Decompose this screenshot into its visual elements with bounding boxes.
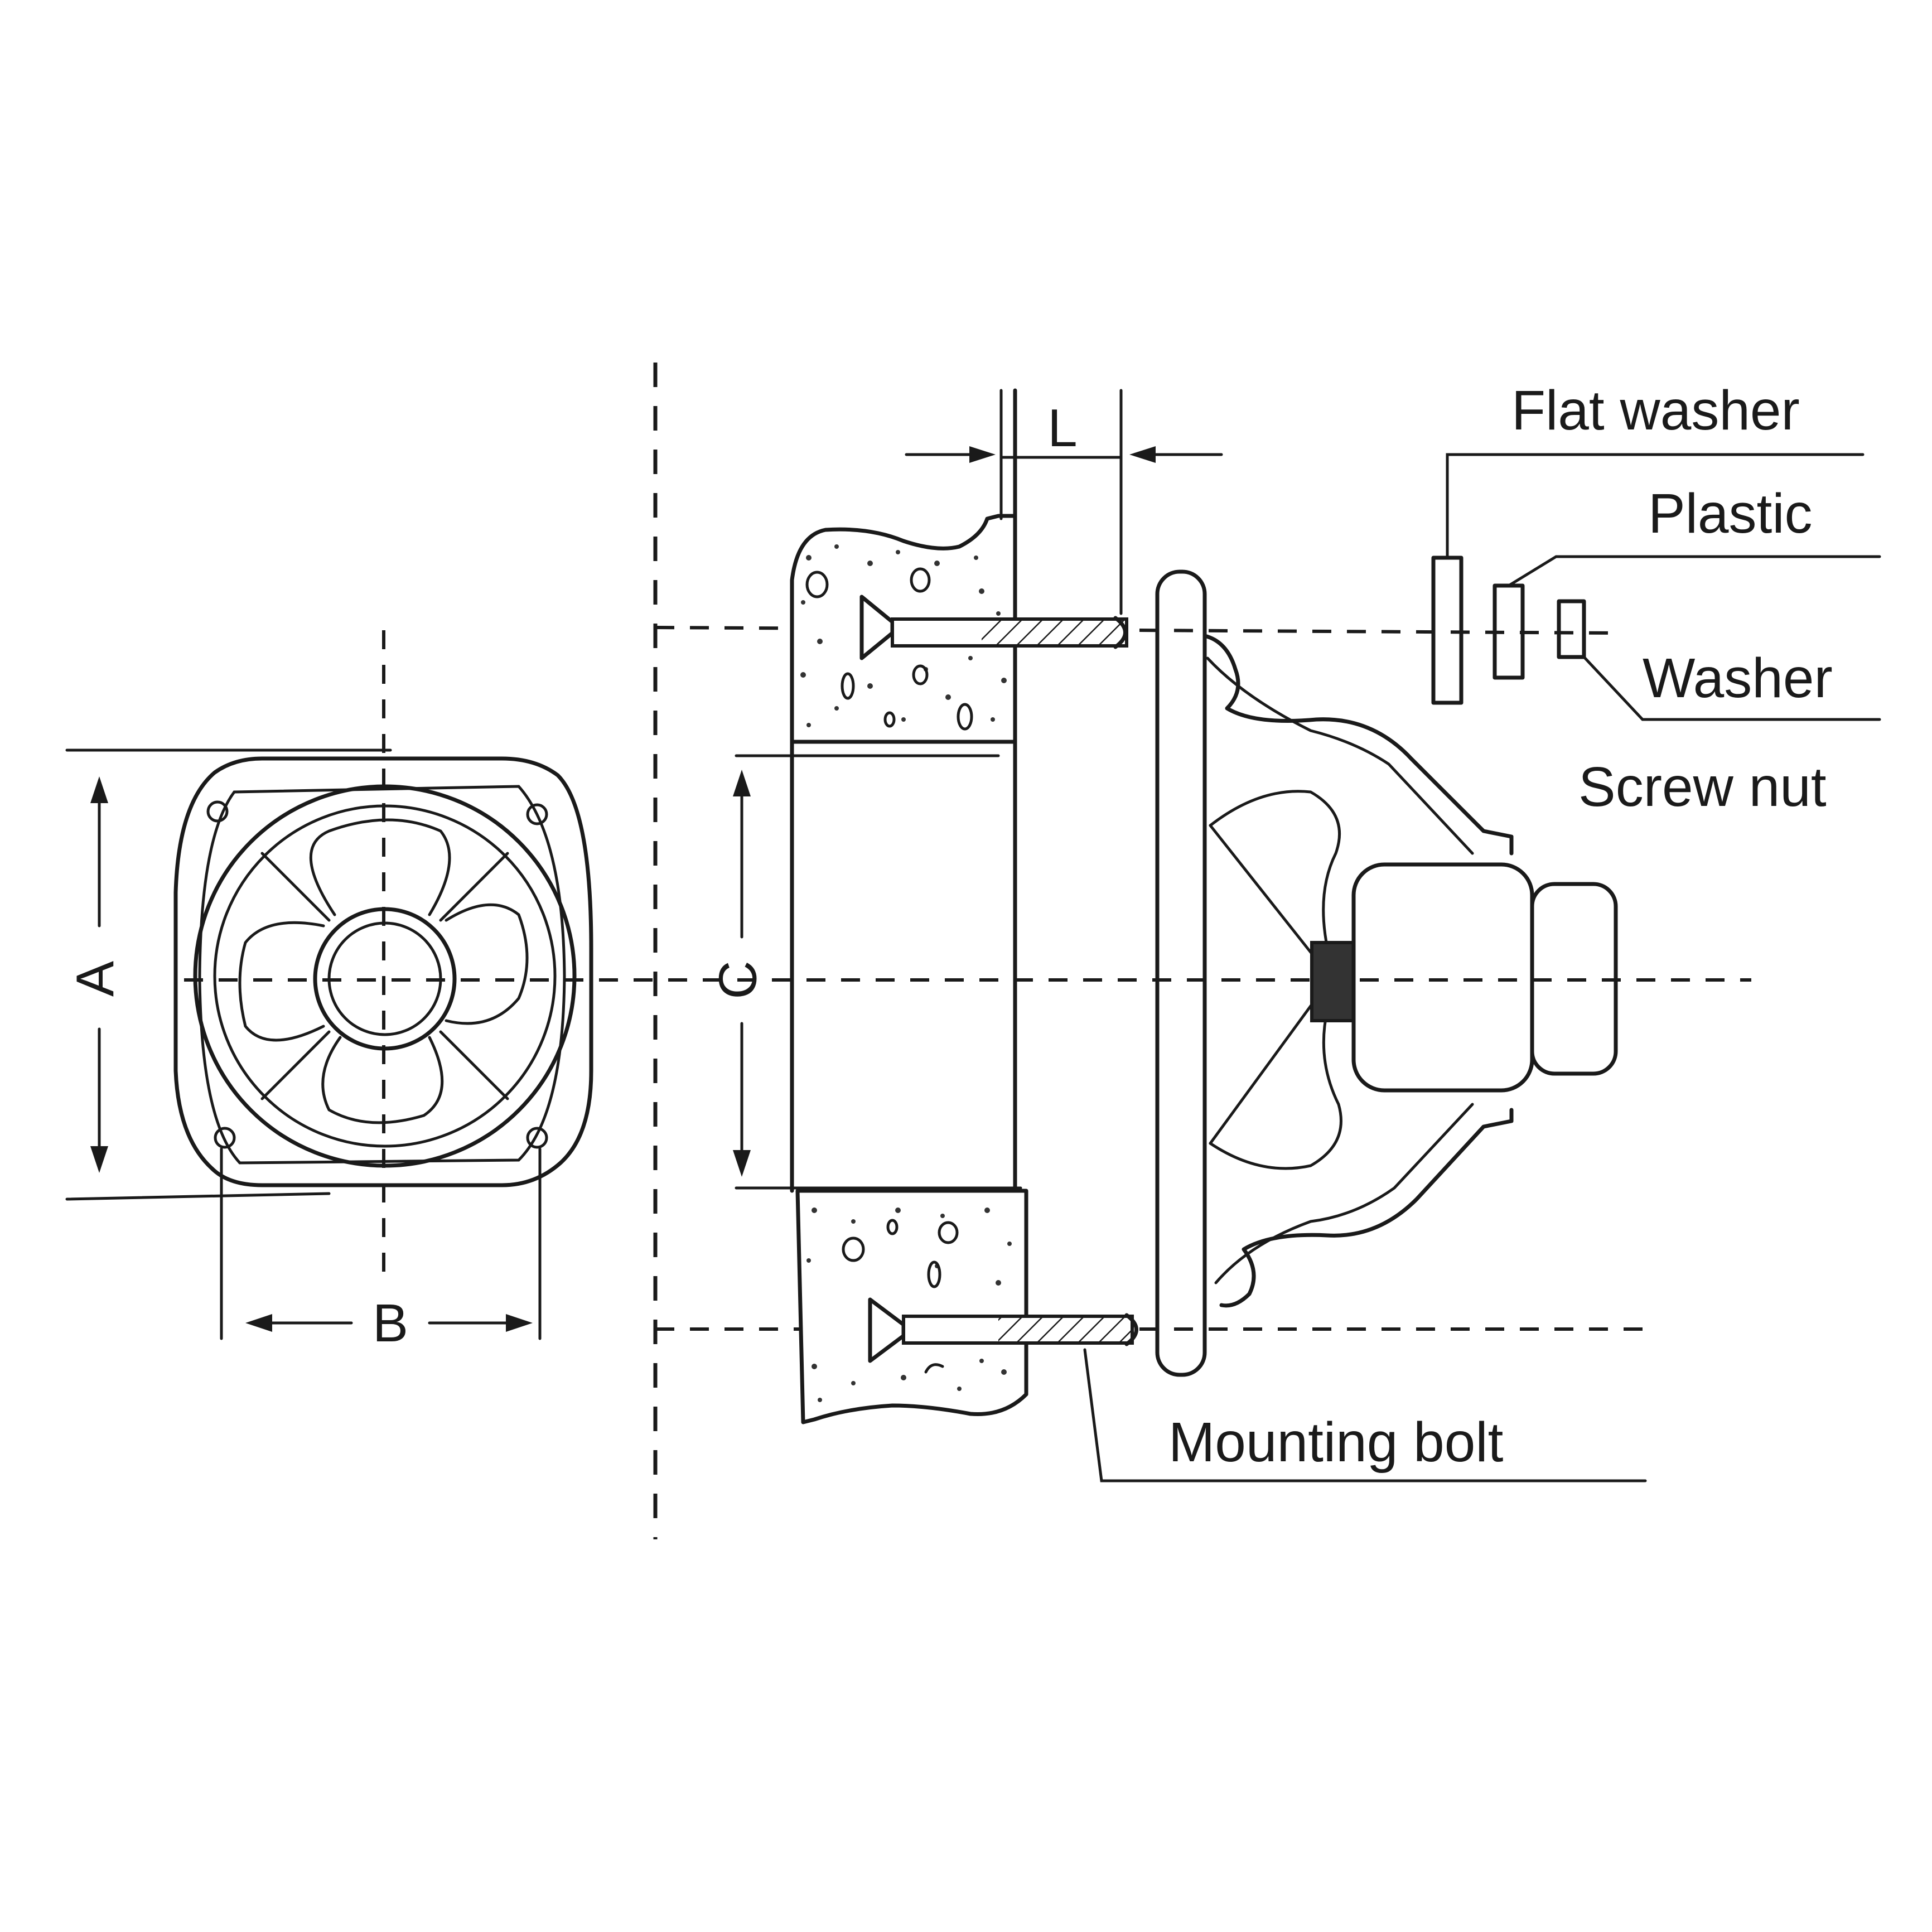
fan-motor-body	[1351, 862, 1534, 1093]
fan-blades	[238, 818, 529, 1124]
fan-side-view	[1155, 569, 1618, 1377]
fan-hub-outer	[313, 907, 457, 1051]
mounting-bolt-leader	[1083, 1348, 1647, 1482]
fan-guard-ring-inner	[213, 804, 557, 1148]
dim-a-bottom-extension	[65, 1192, 331, 1201]
upper-mounting-bolt	[891, 616, 1128, 649]
wall-lower-block	[795, 1189, 1028, 1424]
mounting-hole-bottom-right	[526, 1127, 548, 1149]
wall-upper-texture	[800, 544, 1007, 731]
screw-nut-label: Screw nut	[1578, 756, 1827, 818]
mounting-hole-top-right	[526, 803, 548, 825]
dimension-c-label: C	[708, 960, 767, 999]
callouts: Flat washer Plastic Washer Screw nut Mou…	[1083, 379, 1881, 1482]
fan-frame-inner	[198, 785, 566, 1165]
mounting-hole-top-left	[206, 800, 229, 823]
dimension-a: A	[65, 776, 125, 1173]
mounting-hole-bottom-left	[214, 1127, 236, 1149]
plastic-label: Plastic	[1648, 482, 1813, 545]
fan-guard-ring-outer	[193, 784, 577, 1168]
fan-blade-edge-bottom	[1209, 997, 1318, 1145]
fan-guard-spokes	[260, 852, 509, 1100]
plastic-leader	[1507, 555, 1881, 587]
wall-section	[735, 388, 1138, 1424]
mounting-bolt-label: Mounting bolt	[1168, 1411, 1504, 1474]
dimension-b-label: B	[373, 1293, 408, 1353]
flat-washer-leader	[1446, 453, 1865, 559]
dimension-l: L	[905, 389, 1223, 615]
upper-bolt-centerline	[655, 626, 1618, 635]
fan-frame-outer	[173, 756, 593, 1187]
wall-lower-texture	[806, 1208, 1012, 1402]
fan-shaft-coupling	[1310, 941, 1355, 1022]
dimension-c: C	[708, 770, 767, 1177]
fan-housing-inner	[1206, 656, 1474, 1284]
dimension-a-label: A	[65, 961, 125, 997]
dimension-b: B	[245, 1293, 533, 1353]
fan-front-flange	[1155, 569, 1207, 1377]
lower-mounting-bolt	[902, 1313, 1138, 1346]
fan-motor-end-cap	[1530, 882, 1618, 1076]
fan-blade-side-bottom	[1209, 997, 1342, 1170]
washer-part	[1557, 599, 1586, 659]
fan-blade-edge-top	[1209, 824, 1318, 961]
fan-front-view	[65, 630, 593, 1340]
flat-washer-label: Flat washer	[1511, 379, 1800, 442]
dimension-l-label: L	[1047, 398, 1077, 458]
flat-washer-part	[1431, 556, 1464, 705]
fan-housing-outer	[1202, 634, 1514, 1308]
fan-blade-side-top	[1209, 790, 1341, 961]
hardware-stack	[1431, 556, 1586, 705]
washer-label: Washer	[1643, 647, 1833, 709]
washer-leader	[1582, 655, 1881, 721]
